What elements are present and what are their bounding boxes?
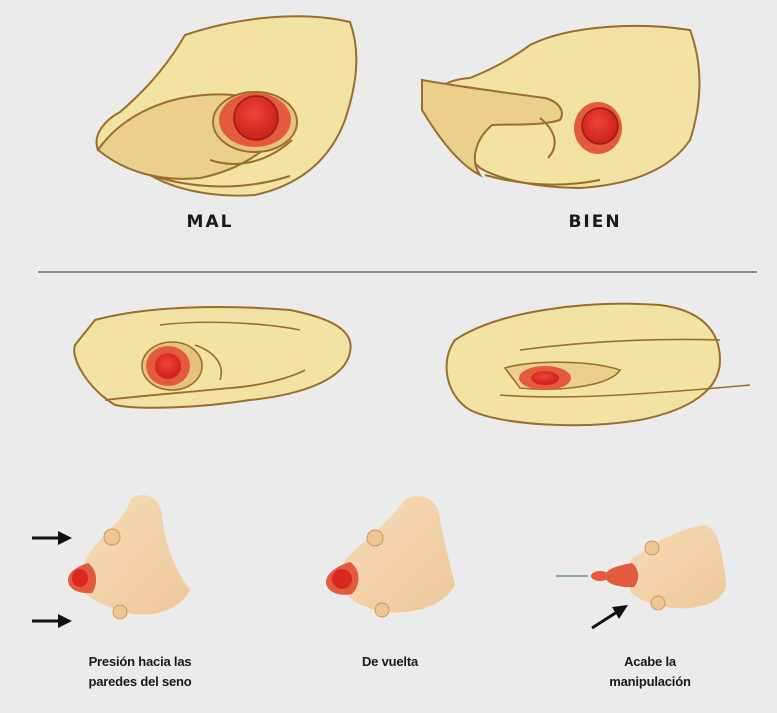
- caption-step-3-line2: manipulación: [575, 672, 725, 692]
- breast-profile-icon-1: [68, 495, 190, 619]
- caption-step-2: De vuelta: [325, 652, 455, 672]
- breast-profile-icon-3: [556, 525, 726, 610]
- hand-grip-icon-good-top: [422, 26, 699, 188]
- breast-profile-icon-2: [326, 496, 455, 617]
- arrow-icon-2: [592, 605, 628, 628]
- caption-step-1: Presión hacia las paredes del seno: [40, 652, 240, 692]
- hand-grip-icon-bad-top: [97, 16, 357, 195]
- hand-grip-icon-mid-left: [74, 307, 350, 408]
- label-good: BIEN: [530, 212, 660, 232]
- hand-grip-icon-mid-right: [447, 304, 750, 425]
- arrow-icon-1: [32, 531, 72, 628]
- caption-step-1-line2: paredes del seno: [40, 672, 240, 692]
- caption-step-1-line1: Presión hacia las: [40, 652, 240, 672]
- caption-step-3-line1: Acabe la: [575, 652, 725, 672]
- caption-step-2-line1: De vuelta: [325, 652, 455, 672]
- label-bad: MAL: [150, 212, 270, 232]
- caption-step-3: Acabe la manipulación: [575, 652, 725, 692]
